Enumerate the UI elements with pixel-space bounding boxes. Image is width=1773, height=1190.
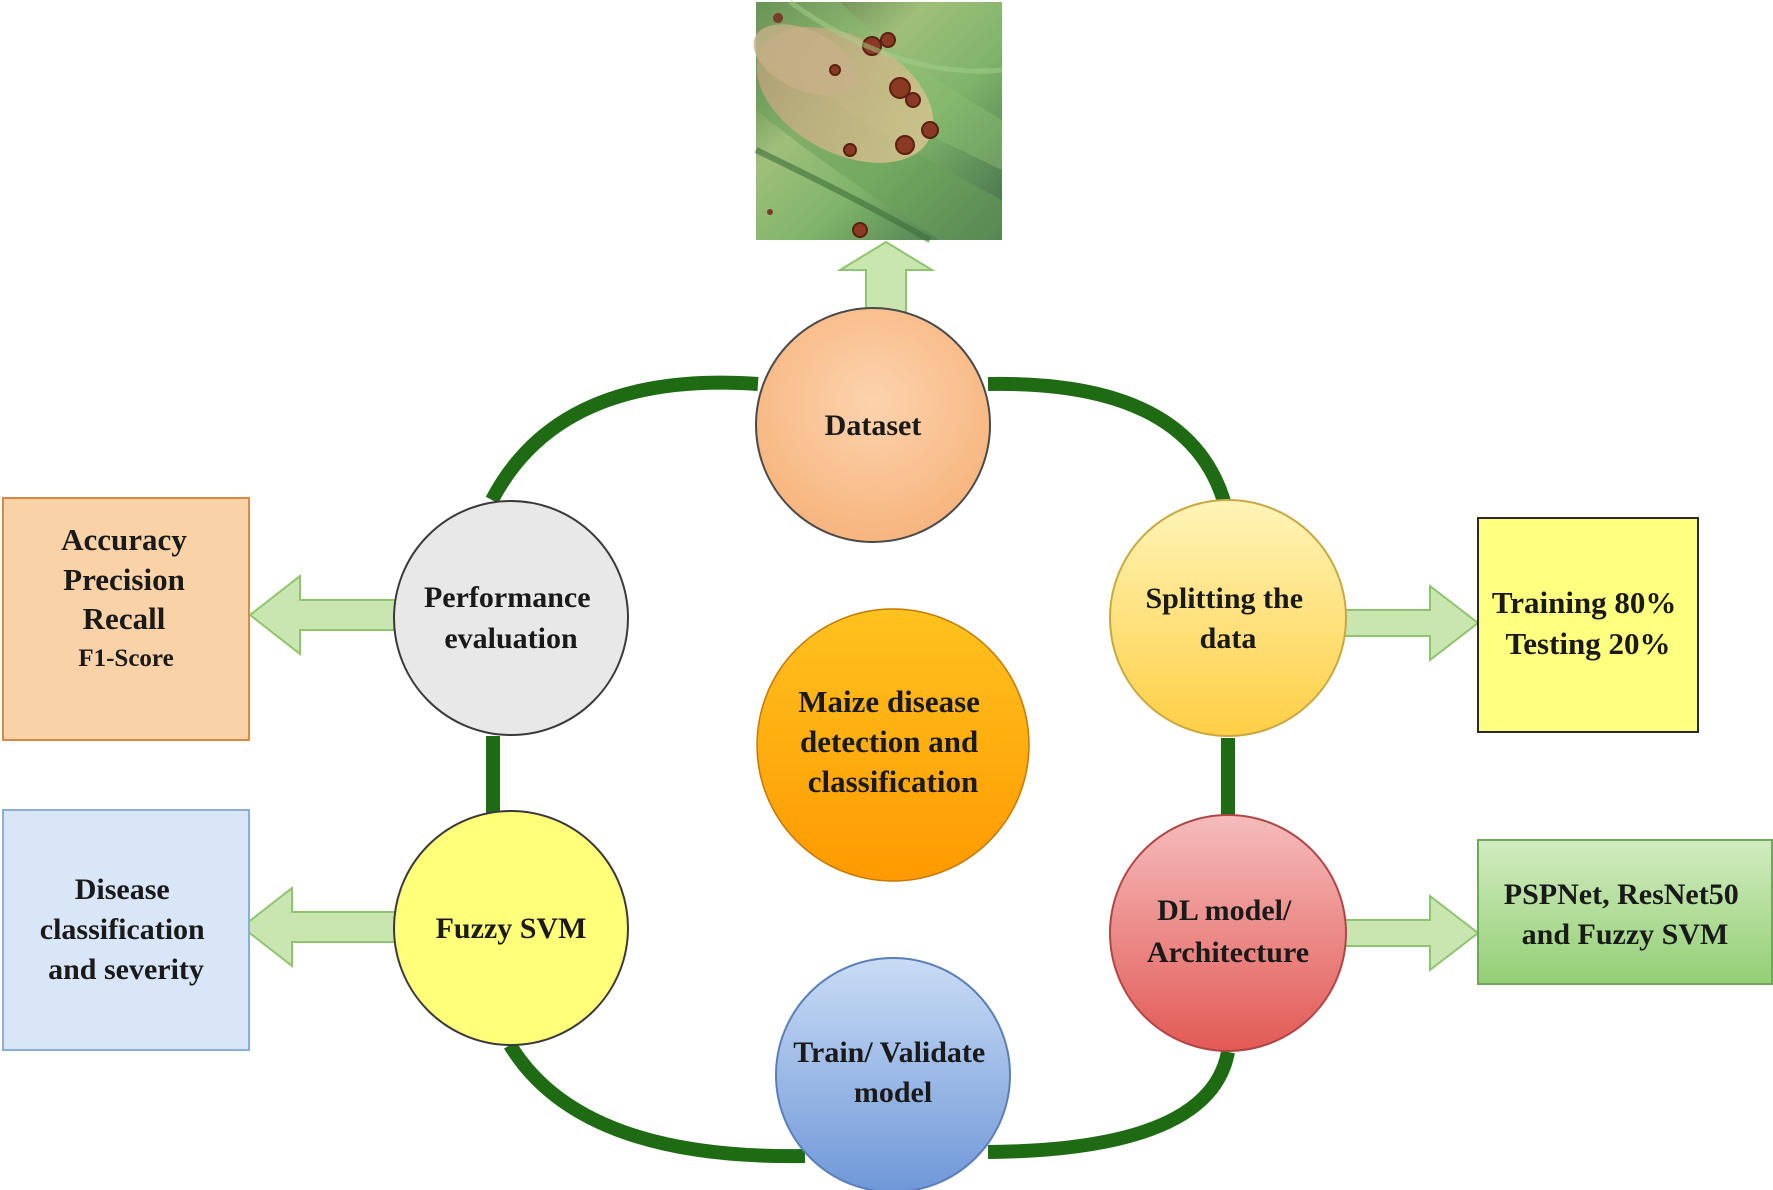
arrow-to-metrics (248, 573, 397, 657)
output-arrows (240, 240, 1480, 973)
ring-connectors (485, 375, 1235, 1164)
models-box (1477, 839, 1773, 985)
center-node (756, 608, 1030, 882)
connector-dataset-performance (485, 375, 759, 504)
models-text: PSPNet, ResNet50 and Fuzzy SVM (1504, 878, 1746, 951)
splitting-node (1109, 499, 1347, 737)
connector-dl-train (987, 1050, 1235, 1159)
classification-box (2, 809, 250, 1051)
train-validate-label: Train/ Validate model (793, 1036, 992, 1109)
dataset-node (755, 307, 991, 543)
connector-train-fuzzy (504, 1041, 806, 1164)
center-label: Maize disease detection and classificati… (798, 684, 987, 799)
maize-leaf-image (753, 0, 1003, 243)
fuzzy-svm-label: Fuzzy SVM (436, 912, 587, 945)
dl-model-label: DL model/ Architecture (1147, 894, 1309, 969)
train-validate-node (775, 957, 1011, 1190)
dl-model-node (1109, 814, 1347, 1052)
arrow-to-dataset-image (836, 240, 936, 313)
connector-dataset-splitting (987, 376, 1232, 507)
performance-node (393, 500, 629, 736)
arrow-to-split-result (1341, 583, 1480, 663)
dataset-label: Dataset (825, 409, 922, 442)
fuzzy-svm-node (393, 810, 629, 1046)
split-result-box (1477, 517, 1699, 733)
performance-label: Performance evaluation (424, 581, 598, 655)
splitting-label: Splitting the data (1145, 582, 1310, 655)
arrow-to-models (1341, 893, 1480, 973)
classification-text: Disease classification and severity (40, 873, 213, 986)
arrow-to-classification (240, 885, 397, 969)
split-result-text: Training 80% Testing 20% (1492, 585, 1684, 661)
metrics-text: Accuracy Precision Recall F1-Score (61, 522, 191, 672)
metrics-box (2, 497, 250, 741)
